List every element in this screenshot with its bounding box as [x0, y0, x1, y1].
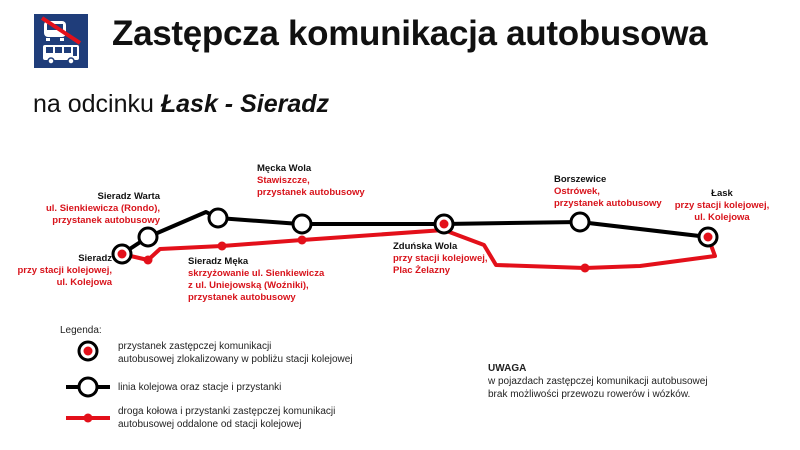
rail-stop-borszewice — [569, 211, 591, 233]
subtitle-prefix: na odcinku — [33, 90, 161, 118]
legend-item-road: droga kołowa i przystanki zastępczej kom… — [118, 405, 335, 431]
road-stop-sieradz-meka — [217, 241, 227, 251]
label-borszewice-name: Borszewice — [554, 174, 607, 185]
label-sieradz-warta-detail1: ul. Sienkiewicza (Rondo), — [45, 203, 160, 214]
label-borszewice-detail1: Ostrówek, — [554, 186, 600, 197]
label-lask: Łask przy stacji kolejowej, ul. Kolejowa — [672, 188, 772, 224]
label-sieradz-meka-detail1: skrzyżowanie ul. Sienkiewicza — [188, 268, 325, 279]
bus-stop-station-lask-dot — [703, 232, 713, 242]
legend-item-station-bus-stop: przystanek zastępczej komunikacji autobu… — [118, 340, 353, 366]
replacement-bus-logo — [34, 14, 88, 68]
label-sieradz-warta-name: Sieradz Warta — [97, 191, 160, 202]
road-line — [121, 228, 717, 270]
legend-item1-line2: autobusowej zlokalizowany w pobliżu stac… — [118, 354, 353, 365]
legend-title: Legenda: — [60, 325, 102, 336]
legend-item3-line1: droga kołowa i przystanki zastępczej kom… — [118, 406, 336, 417]
rail-stop-sieradz-wola — [207, 207, 229, 229]
label-borszewice: Borszewice Ostrówek, przystanek autobuso… — [554, 174, 662, 210]
label-mecka-wola-detail1: Stawiszcze, — [257, 175, 310, 186]
bus-stop-station-sieradz-dot — [117, 249, 127, 259]
bus-stop-station-zdunska-wola-dot — [439, 219, 449, 229]
label-mecka-wola-name: Męcka Wola — [257, 163, 312, 174]
legend-item2-line1: linia kolejowa oraz stacje i przystanki — [118, 382, 282, 393]
train-bus-icon — [34, 14, 88, 68]
subtitle-route: Łask - Sieradz — [160, 90, 330, 118]
notice-line2: brak możliwości przewozu rowerów i wózkó… — [488, 389, 691, 400]
page-title: Zastępcza komunikacja autobusowa — [112, 14, 708, 53]
rail-stop-mecka-wola — [291, 213, 313, 235]
label-zdunska-wola-detail1: przy stacji kolejowej, — [393, 253, 488, 264]
legend-symbol-station-bus-stop-dot — [83, 346, 93, 356]
label-lask-detail2: ul. Kolejowa — [694, 212, 750, 223]
label-sieradz-meka-detail2: z ul. Uniejowską (Woźniki), — [188, 280, 309, 291]
label-mecka-wola: Męcka Wola Stawiszcze, przystanek autobu… — [257, 163, 365, 199]
road-stop-borszewice — [580, 263, 590, 273]
legend-item-rail-line: linia kolejowa oraz stacje i przystanki — [118, 381, 281, 394]
label-mecka-wola-detail2: przystanek autobusowy — [257, 187, 365, 198]
rail-line — [120, 210, 709, 256]
notice-line1: w pojazdach zastępczej komunikacji autob… — [488, 376, 708, 387]
notice-heading: UWAGA — [488, 363, 527, 374]
road-stop-sieradz-warta — [143, 255, 153, 265]
label-zdunska-wola-name: Zduńska Wola — [393, 241, 458, 252]
label-sieradz-detail2: ul. Kolejowa — [56, 277, 112, 288]
label-sieradz-warta: Sieradz Warta ul. Sienkiewicza (Rondo), … — [46, 191, 160, 227]
label-sieradz-meka: Sieradz Męka skrzyżowanie ul. Sienkiewic… — [188, 256, 324, 304]
rail-stop-sieradz-warta — [137, 226, 159, 248]
label-sieradz-name: Sieradz — [78, 253, 112, 264]
legend-symbol-rail-stop — [77, 376, 99, 398]
label-lask-detail1: przy stacji kolejowej, — [674, 200, 770, 211]
label-sieradz: Sieradz przy stacji kolejowej, ul. Kolej… — [17, 253, 112, 289]
legend-item1-line1: przystanek zastępczej komunikacji — [118, 341, 272, 352]
label-sieradz-meka-name: Sieradz Męka — [188, 256, 249, 267]
legend-item3-line2: autobusowej oddalone od stacji kolejowej — [118, 419, 302, 430]
label-sieradz-meka-detail3: przystanek autobusowy — [188, 292, 296, 303]
label-sieradz-warta-detail2: przystanek autobusowy — [52, 215, 160, 226]
notice-box: UWAGA w pojazdach zastępczej komunikacji… — [488, 362, 708, 401]
label-zdunska-wola: Zduńska Wola przy stacji kolejowej, Plac… — [393, 241, 488, 277]
label-sieradz-detail1: przy stacji kolejowej, — [17, 265, 112, 276]
label-lask-name: Łask — [711, 188, 733, 199]
road-stop-mecka-wola — [297, 235, 307, 245]
page-subtitle: na odcinku Łask - Sieradz — [33, 90, 329, 119]
label-zdunska-wola-detail2: Plac Żelazny — [393, 265, 451, 276]
legend-symbol-road-stop — [83, 413, 93, 423]
label-borszewice-detail2: przystanek autobusowy — [554, 198, 662, 209]
